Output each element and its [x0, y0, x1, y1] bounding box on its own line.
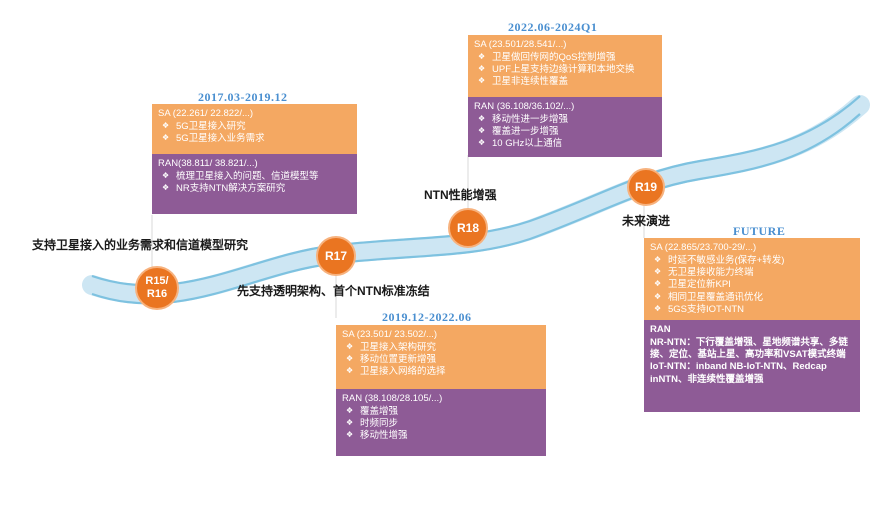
r19-sa-head: SA (22.865/23.700-29/...): [650, 242, 757, 253]
r15-date: 2017.03-2019.12: [198, 90, 288, 104]
r15-sa-item: 5G卫星接入业务需求: [158, 133, 350, 145]
r18-sa-head: SA (23.501/28.541/...): [474, 39, 567, 50]
r17-sa-panel: SA (23.501/ 23.502/...) 卫星接入架构研究 移动位置更新增…: [336, 325, 546, 389]
r17-sa-item: 卫星接入网络的选择: [342, 366, 539, 378]
r17-sa-head: SA (23.501/ 23.502/...): [342, 329, 438, 340]
r19-ran-paragraph: IoT-NTN：inband NB-IoT-NTN、Redcap inNTN、非…: [650, 361, 827, 385]
r15-ran-item: NR支持NTN解决方案研究: [158, 183, 350, 195]
r15-caption: 支持卫星接入的业务需求和信道模型研究: [32, 238, 249, 252]
r17-caption: 先支持透明架构、首个NTN标准冻结: [237, 284, 430, 298]
r19-sa-item: 无卫星接收能力终端: [650, 267, 853, 279]
r18-ran-panel: RAN (36.108/36.102/...) 移动性进一步增强 覆盖进一步增强…: [468, 97, 662, 157]
r15-sa-panel: SA (22.261/ 22.822/...) 5G卫星接入研究 5G卫星接入业…: [152, 104, 357, 154]
milestone-r17: R17: [316, 236, 356, 276]
r15-sa-head: SA (22.261/ 22.822/...): [158, 108, 254, 119]
r19-ran-panel: RAN NR-NTN：下行覆盖增强、星地频谱共享、多链接、定位、基站上星、高功率…: [644, 320, 860, 412]
r15-sa-item: 5G卫星接入研究: [158, 121, 350, 133]
r18-sa-item: 卫星非连续性覆盖: [474, 76, 655, 88]
r17-ran-item: 时频同步: [342, 418, 539, 430]
r18-sa-item: 卫星做回传网的QoS控制增强: [474, 52, 655, 64]
r19-sa-item: 5GS支持IOT-NTN: [650, 304, 853, 316]
r17-ran-panel: RAN (38.108/28.105/...) 覆盖增强 时频同步 移动性增强: [336, 389, 546, 456]
r15-ran-item: 梳理卫星接入的问题、信道模型等: [158, 171, 350, 183]
r19-ran-paragraph: NR-NTN：下行覆盖增强、星地频谱共享、多链接、定位、基站上星、高功率和VSA…: [650, 337, 848, 361]
r15-ran-head: RAN(38.811/ 38.821/...): [158, 158, 258, 169]
r18-sa-item: UPF上星支持边缘计算和本地交换: [474, 64, 655, 76]
r18-ran-head: RAN (36.108/36.102/...): [474, 101, 575, 112]
r17-sa-item: 移动位置更新增强: [342, 354, 539, 366]
r15-ran-panel: RAN(38.811/ 38.821/...) 梳理卫星接入的问题、信道模型等 …: [152, 154, 357, 214]
r18-ran-item: 覆盖进一步增强: [474, 126, 655, 138]
r17-ran-head: RAN (38.108/28.105/...): [342, 393, 443, 404]
road-fill: [82, 95, 870, 305]
r17-ran-item: 覆盖增强: [342, 406, 539, 418]
road-edge-top: [91, 95, 861, 287]
r17-ran-item: 移动性增强: [342, 430, 539, 442]
r15-card: SA (22.261/ 22.822/...) 5G卫星接入研究 5G卫星接入业…: [152, 104, 357, 214]
r17-date: 2019.12-2022.06: [382, 310, 472, 324]
r17-card: SA (23.501/ 23.502/...) 卫星接入架构研究 移动位置更新增…: [336, 325, 546, 456]
milestone-r15-r16: R15/ R16: [135, 266, 179, 310]
r19-sa-item: 卫星定位新KPI: [650, 279, 853, 291]
milestone-r18: R18: [448, 208, 488, 248]
r17-sa-item: 卫星接入架构研究: [342, 342, 539, 354]
road-edge-bottom: [91, 113, 861, 305]
r18-date: 2022.06-2024Q1: [508, 20, 598, 34]
r19-ran-head: RAN: [650, 324, 671, 335]
r19-sa-item: 时延不敏感业务(保存+转发): [650, 255, 853, 267]
milestone-r19: R19: [627, 168, 665, 206]
r19-card: SA (22.865/23.700-29/...) 时延不敏感业务(保存+转发)…: [644, 238, 860, 412]
r19-caption: 未来演进: [622, 214, 671, 228]
r18-ran-item: 10 GHz以上通信: [474, 138, 655, 150]
r19-sa-item: 相同卫星覆盖通讯优化: [650, 292, 853, 304]
r19-sa-panel: SA (22.865/23.700-29/...) 时延不敏感业务(保存+转发)…: [644, 238, 860, 320]
r18-caption: NTN性能增强: [424, 188, 497, 202]
r19-date: FUTURE: [733, 224, 786, 238]
r18-sa-panel: SA (23.501/28.541/...) 卫星做回传网的QoS控制增强 UP…: [468, 35, 662, 97]
r18-card: SA (23.501/28.541/...) 卫星做回传网的QoS控制增强 UP…: [468, 35, 662, 157]
r18-ran-item: 移动性进一步增强: [474, 114, 655, 126]
